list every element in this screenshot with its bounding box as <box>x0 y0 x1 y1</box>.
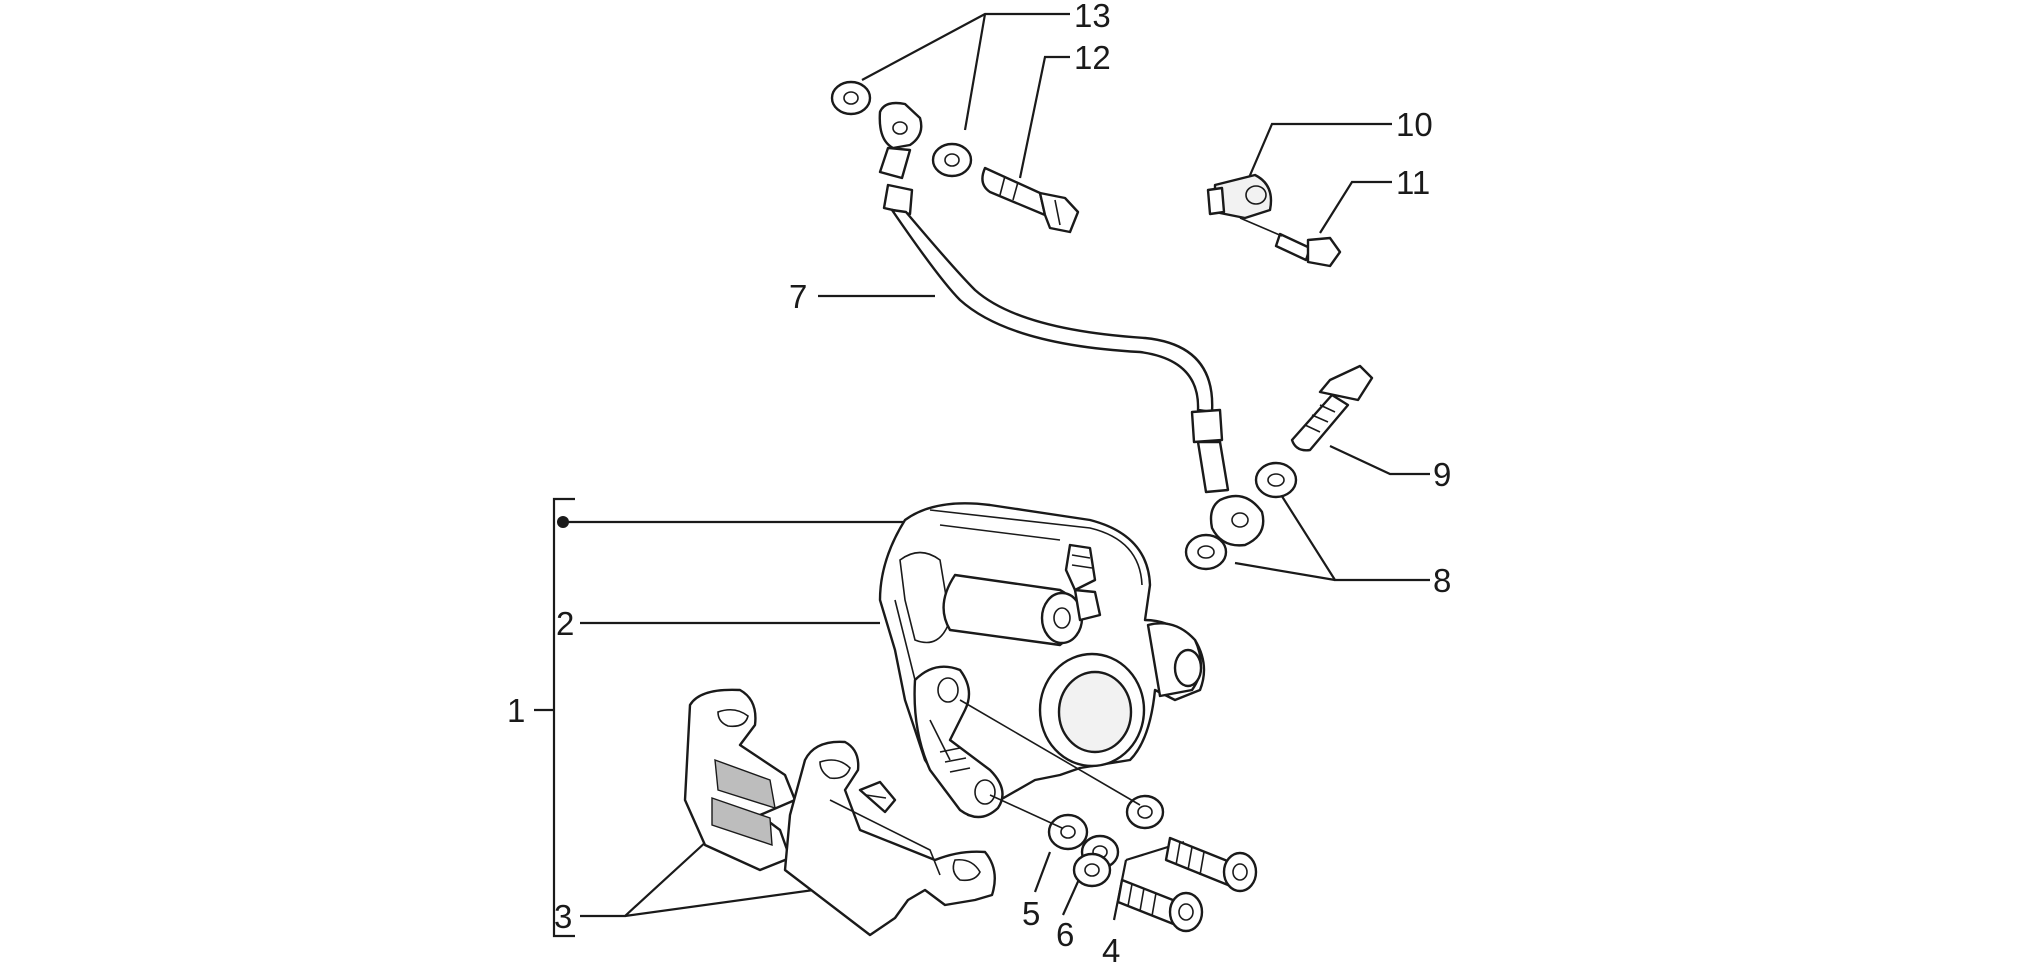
label-12: 12 <box>1074 39 1111 76</box>
label-3: 3 <box>554 898 572 935</box>
part-4-mounting-bolts <box>1116 836 1258 933</box>
part-labels: 13 12 10 11 7 9 8 2 1 3 5 6 4 <box>507 0 1451 967</box>
label-13: 13 <box>1074 0 1111 34</box>
label-6: 6 <box>1056 916 1074 953</box>
part-9-bleed-bolt <box>1290 364 1374 452</box>
label-7: 7 <box>789 278 807 315</box>
label-2: 2 <box>556 605 574 642</box>
part-2-caliper-body <box>878 502 1206 819</box>
part-10-hose-clip <box>1206 173 1273 220</box>
label-5: 5 <box>1022 895 1040 932</box>
part-11-clip-screw <box>1239 217 1342 268</box>
label-1: 1 <box>507 692 525 729</box>
part-12-banjo-bolt <box>981 166 1080 234</box>
part-5-6-washers <box>959 699 1165 888</box>
label-10: 10 <box>1396 106 1433 143</box>
label-11: 11 <box>1396 164 1430 201</box>
part-8-washers <box>1184 461 1298 571</box>
part-3-brake-pads <box>683 688 996 937</box>
part-13-washers <box>830 80 973 178</box>
label-9: 9 <box>1433 456 1451 493</box>
leader-lines <box>534 12 1430 938</box>
part-7-brake-hose <box>878 101 1265 547</box>
label-8: 8 <box>1433 562 1451 599</box>
label-4: 4 <box>1102 932 1120 967</box>
